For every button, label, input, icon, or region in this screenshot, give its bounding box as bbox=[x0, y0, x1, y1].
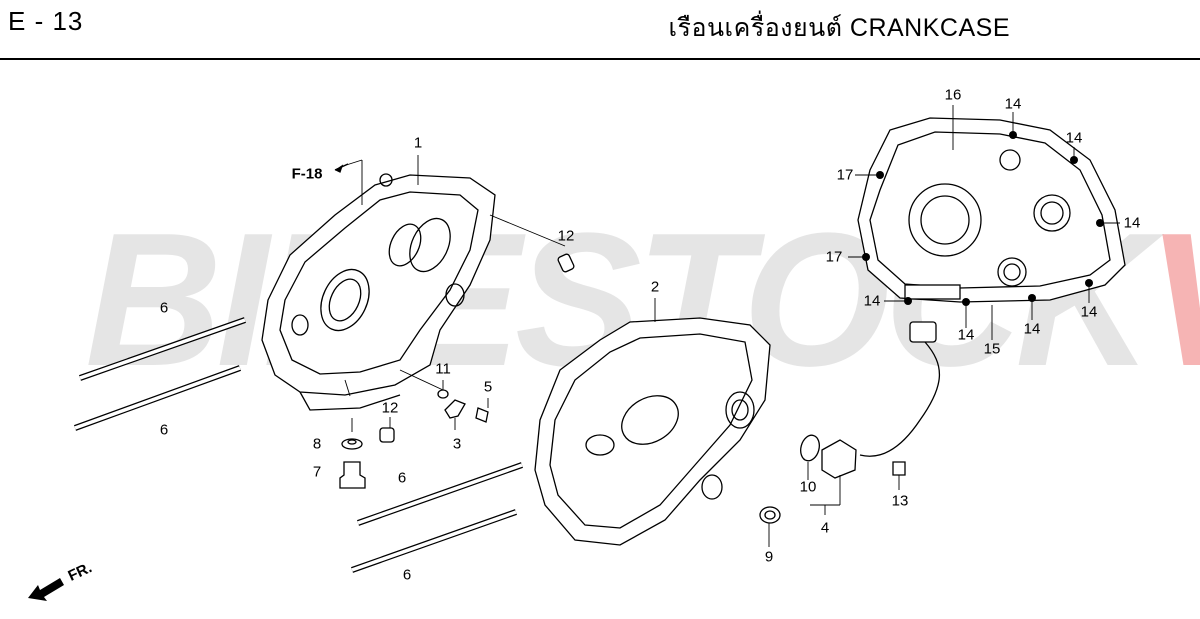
callout-10: 10 bbox=[799, 478, 817, 496]
left-crankcase-half bbox=[261, 173, 496, 411]
header-divider bbox=[0, 58, 1200, 60]
callout-6-top: 6 bbox=[159, 299, 169, 317]
callout-14-f: 14 bbox=[1023, 320, 1041, 338]
front-direction-arrow bbox=[28, 578, 64, 601]
crankcase-cover bbox=[857, 117, 1126, 303]
callout-4: 4 bbox=[820, 519, 830, 537]
callout-14-c: 14 bbox=[1123, 214, 1141, 232]
callout-16: 16 bbox=[944, 86, 962, 104]
callout-9: 9 bbox=[764, 548, 774, 566]
callout-14-e: 14 bbox=[957, 326, 975, 344]
watermark-suffix: VN bbox=[1147, 194, 1200, 406]
callout-12-lower: 12 bbox=[381, 399, 399, 417]
callout-8: 8 bbox=[312, 435, 322, 453]
callout-6-middle: 6 bbox=[159, 421, 169, 439]
callout-14-g: 14 bbox=[1080, 303, 1098, 321]
leader-lines bbox=[339, 105, 1120, 547]
callout-11: 11 bbox=[435, 360, 451, 378]
callout-17-upper: 17 bbox=[836, 166, 854, 184]
diagram-title: เรือนเครื่องยนต์ CRANKCASE bbox=[668, 14, 1010, 42]
diagram-code: E - 13 bbox=[8, 6, 84, 36]
reference-label: F-18 bbox=[291, 165, 323, 183]
right-crankcase-half bbox=[534, 317, 771, 546]
callout-14-b: 14 bbox=[1065, 129, 1083, 147]
callout-1: 1 bbox=[413, 134, 423, 152]
cover-bolt-points bbox=[862, 131, 1104, 306]
callout-5: 5 bbox=[483, 378, 493, 396]
callout-7: 7 bbox=[312, 463, 322, 481]
callout-6-lower: 6 bbox=[397, 469, 407, 487]
callout-17-lower: 17 bbox=[825, 248, 843, 266]
callout-6-bottom: 6 bbox=[402, 566, 412, 584]
small-parts bbox=[339, 253, 941, 524]
callout-14-d: 14 bbox=[863, 292, 881, 310]
callout-2: 2 bbox=[650, 278, 660, 296]
callout-3: 3 bbox=[452, 435, 462, 453]
callout-15: 15 bbox=[983, 340, 1001, 358]
callout-14-a: 14 bbox=[1004, 95, 1022, 113]
callout-12-upper: 12 bbox=[557, 227, 575, 245]
callout-13: 13 bbox=[891, 492, 909, 510]
